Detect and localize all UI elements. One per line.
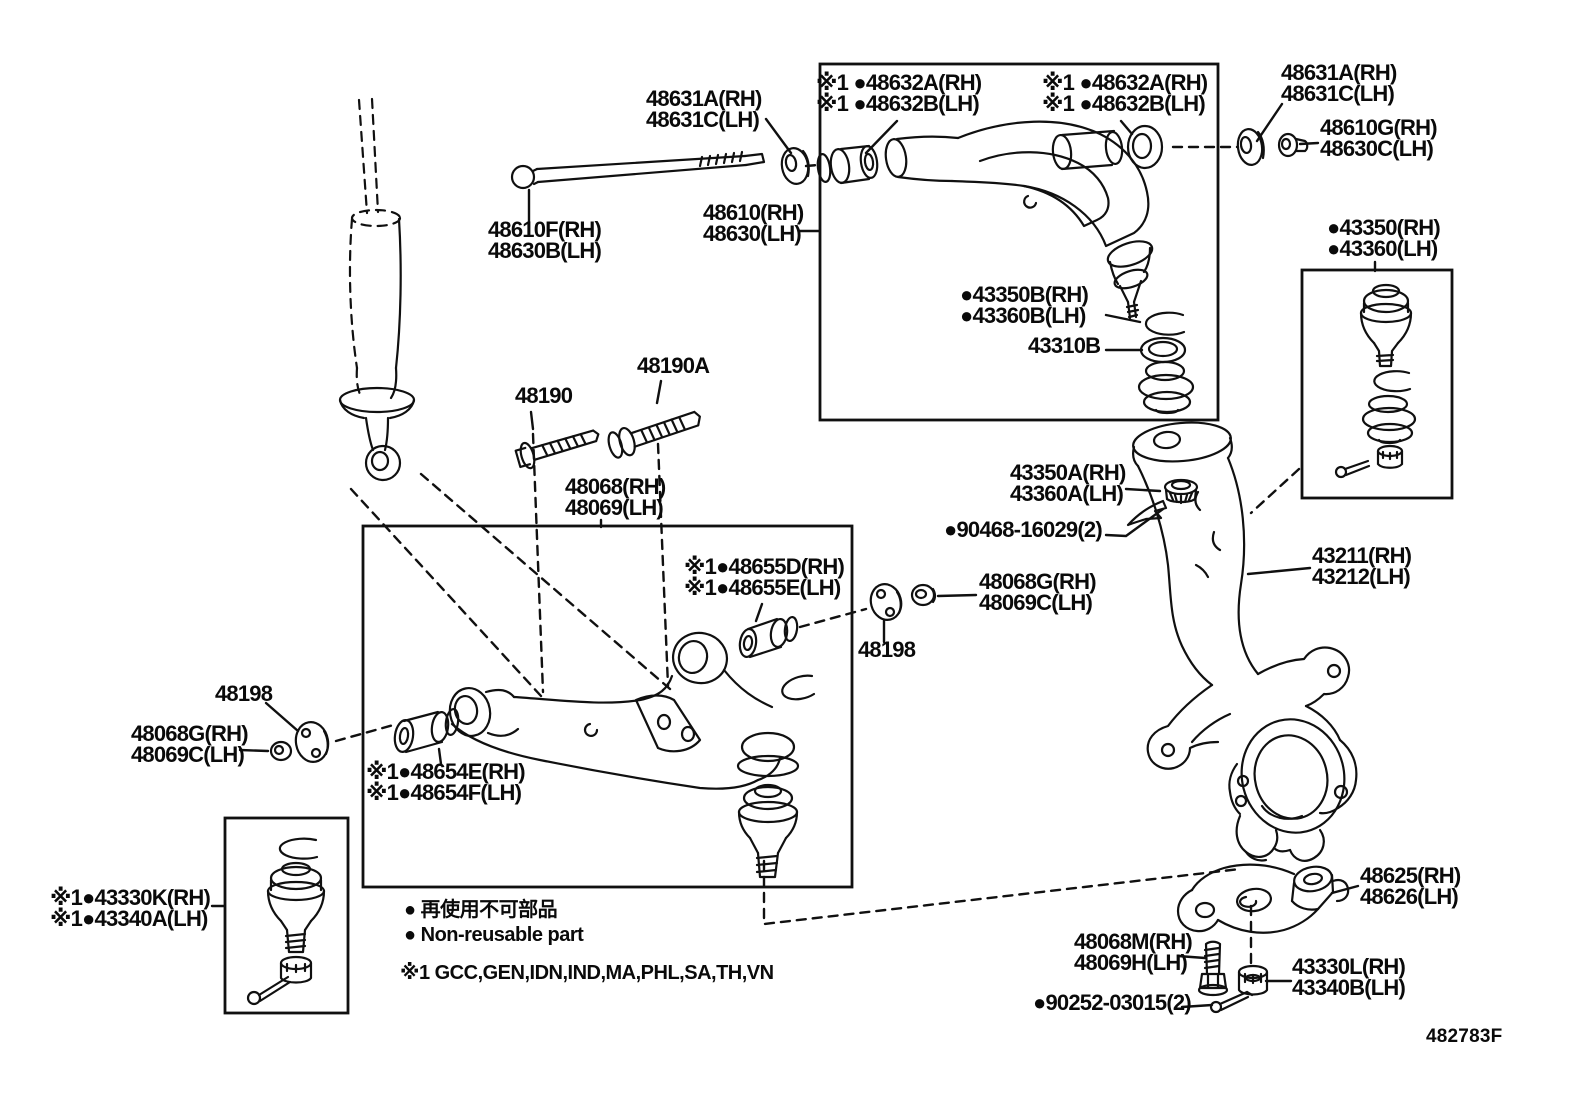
cam-plate-left-drawing — [294, 721, 330, 763]
label-arm-cotter-pin: ●90252-03015(2) — [1033, 990, 1192, 1015]
label-knuckle-cam: 43350A(RH)43360A(LH) — [1010, 460, 1126, 506]
label-lca-bushing-rear: ※1●48655D(RH)※1●48655E(LH) — [684, 554, 845, 600]
lower-control-arm-drawing — [448, 631, 816, 879]
lca-rear-bushing-drawing — [738, 615, 799, 659]
label-uca-bushing-left: ※1 ●48632A(RH)※1 ●48632B(LH) — [816, 70, 982, 116]
label-cam-plate-left: 48198 — [215, 681, 273, 706]
upper-control-arm-drawing — [816, 120, 1164, 320]
steering-knuckle-arm-drawing — [1176, 863, 1350, 934]
lower-ball-joint-kit-drawing — [246, 837, 326, 1006]
cotter-pin-drawing — [1209, 990, 1254, 1014]
lca-front-bushing-drawing — [393, 707, 460, 754]
label-cam-plate-right: 48198 — [858, 637, 916, 662]
label-ball-joint-kit: ●43350(RH)●43360(LH) — [1327, 215, 1441, 261]
label-upper-control-arm: 48610(RH)48630(LH) — [703, 200, 804, 246]
footnote-region-codes: ※1 GCC,GEN,IDN,IND,MA,PHL,SA,TH,VN — [400, 962, 774, 984]
figure-code: 482783F — [1426, 1026, 1503, 1047]
arm-bolt-drawing — [1197, 940, 1229, 997]
legend-non-reusable-jp: ● 再使用不可部品 — [404, 899, 558, 921]
torsion-bolt-48190-drawing — [514, 429, 600, 470]
steering-knuckle-drawing — [1131, 421, 1358, 862]
torsion-bolt-48190a-drawing — [607, 410, 701, 459]
shock-absorber-drawing — [338, 97, 416, 482]
label-uca-snap-ring: 43310B — [1028, 333, 1101, 358]
label-uca-ball-seat: ●43350B(RH)●43360B(LH) — [960, 282, 1089, 328]
label-lower-ball-joint: ※1●43330K(RH)※1●43340A(LH) — [50, 885, 211, 931]
stabilizer-link-drawing — [510, 150, 766, 190]
label-adjust-cam-left: 48068G(RH)48069C(LH) — [131, 721, 249, 767]
adjust-nut-left-drawing — [269, 740, 293, 762]
label-knuckle-arm-bolt: 48068M(RH)48069H(LH) — [1074, 929, 1193, 975]
uca-ball-joint-parts-drawing — [1137, 311, 1195, 415]
cam-plate-right-drawing — [869, 583, 903, 621]
label-stab-link-bolt: 48610G(RH)48630C(LH) — [1320, 115, 1438, 161]
label-stab-link-nut-top-right: 48631A(RH)48631C(LH) — [1281, 60, 1397, 106]
legend-non-reusable-en: ● Non-reusable part — [404, 924, 584, 946]
upper-arm-detail-box — [818, 62, 1220, 422]
label-stab-link-nut-top-left: 48631A(RH)48631C(LH) — [646, 86, 762, 132]
label-torsion-bolt: 48190 — [515, 383, 573, 408]
label-knuckle-arm: 48625(RH)48626(LH) — [1360, 863, 1461, 909]
adjust-nut-right-drawing — [910, 583, 937, 607]
label-torsion-bolt-a: 48190A — [637, 353, 710, 378]
label-arm-castle-nut: 43330L(RH)43340B(LH) — [1292, 954, 1406, 1000]
camber-cam-cap-drawing — [1163, 478, 1199, 505]
upper-ball-joint-kit-box — [1300, 268, 1454, 500]
label-lower-control-arm: 48068(RH)48069(LH) — [565, 474, 666, 520]
label-steering-knuckle: 43211(RH)43212(LH) — [1312, 543, 1412, 589]
lower-arm-detail-box — [361, 524, 854, 889]
label-uca-bushing-right: ※1 ●48632A(RH)※1 ●48632B(LH) — [1042, 70, 1208, 116]
leader-lines — [210, 102, 1377, 1009]
castle-nut-drawing — [1237, 964, 1269, 996]
label-lca-bushing-front: ※1●48654E(RH)※1●48654F(LH) — [366, 759, 526, 805]
ball-joint-kit-drawing — [1334, 283, 1417, 479]
label-knuckle-nut: ●90468-16029(2) — [944, 517, 1103, 542]
lower-ball-joint-kit-box — [223, 816, 350, 1015]
label-adjust-cam-right: 48068G(RH)48069C(LH) — [979, 569, 1097, 615]
stab-link-washer-drawing — [780, 147, 810, 185]
steering-stop-clip-drawing — [1126, 499, 1168, 527]
tr-washer-bolt-drawing — [1236, 127, 1309, 167]
label-stab-link-rod: 48610F(RH)48630B(LH) — [488, 217, 602, 263]
construction-dashed-lines — [334, 145, 1301, 967]
